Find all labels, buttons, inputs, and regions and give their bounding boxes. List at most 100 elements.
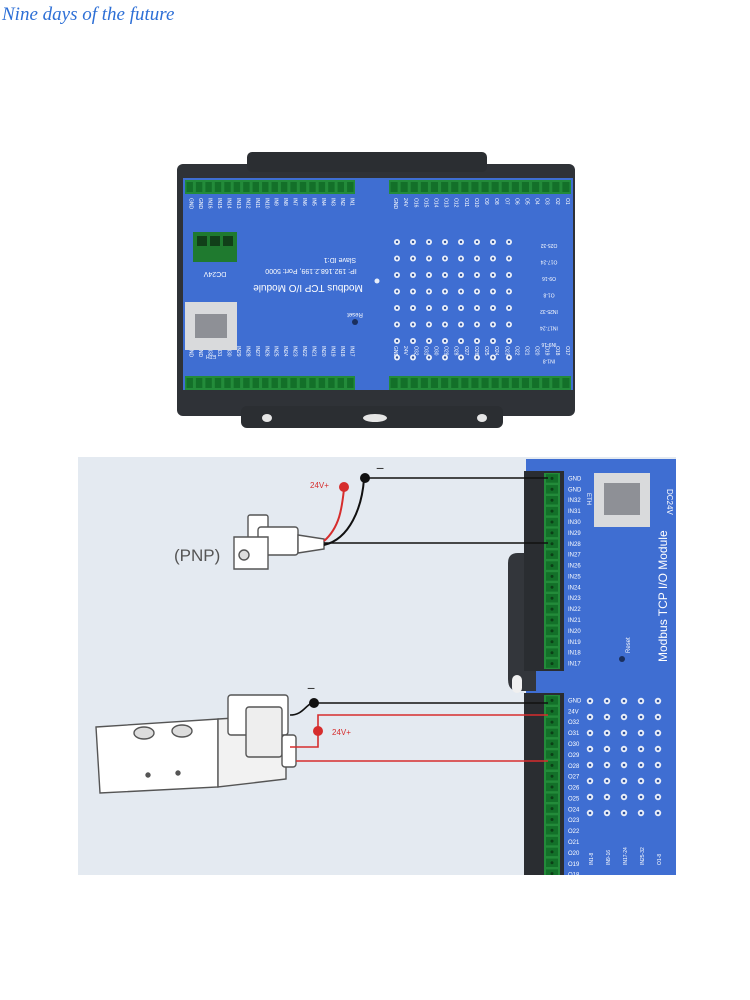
terminal-label: GND xyxy=(197,198,203,210)
terminal-screw xyxy=(511,182,519,192)
terminal-screw xyxy=(390,378,398,388)
terminal-screw xyxy=(491,182,499,192)
terminal-label: IN7 xyxy=(292,198,298,206)
terminal-label: GND xyxy=(392,198,398,210)
terminal-screw xyxy=(430,378,438,388)
terminal-label: O24 xyxy=(568,807,580,813)
pnp-sensor xyxy=(233,514,325,570)
led-group-label: O17-24 xyxy=(540,259,557,265)
terminal-screw xyxy=(299,182,307,192)
terminal-label: O29 xyxy=(443,346,449,356)
terminal-label: O28 xyxy=(453,346,459,356)
ip-port-text: IP: 192.168.2.199, Port: 5000 xyxy=(265,267,357,274)
diagram-reset-button xyxy=(619,656,625,662)
terminal-screw xyxy=(542,182,550,192)
terminal-screw xyxy=(280,182,288,192)
terminal-label: IN31 xyxy=(216,346,222,357)
terminal-label: O25 xyxy=(568,796,580,802)
terminal-label: IN20 xyxy=(320,346,326,357)
terminal-screw xyxy=(390,182,398,192)
terminal-label: 24V xyxy=(402,198,408,208)
terminal-label: O19 xyxy=(568,862,580,868)
terminal-screw xyxy=(271,378,278,388)
terminal-label: IN16 xyxy=(207,198,213,209)
terminal-screw xyxy=(420,182,428,192)
module-board xyxy=(183,178,573,390)
terminal-label: O4 xyxy=(534,198,540,205)
terminal-screw xyxy=(262,182,269,192)
led-group-label: O1-8 xyxy=(657,854,663,865)
terminal-label: IN26 xyxy=(263,346,269,357)
terminal-label: O29 xyxy=(568,753,580,759)
terminal-label: O20 xyxy=(568,851,580,857)
terminal-screw xyxy=(233,378,241,388)
terminal-label: IN18 xyxy=(339,346,345,357)
terminal-label: IN29 xyxy=(568,531,581,537)
led-group-label: IN1-8 xyxy=(543,358,555,364)
terminal-screw xyxy=(552,182,560,192)
terminal-label: O30 xyxy=(433,346,439,356)
terminal-label: IN18 xyxy=(568,651,581,657)
terminal-label: O27 xyxy=(568,775,580,781)
terminal-label: IN26 xyxy=(568,564,581,570)
led-group-label: O1-8 xyxy=(543,292,554,298)
led-group-label: IN17-24 xyxy=(540,325,558,331)
terminal-screw xyxy=(451,182,459,192)
terminal-screw xyxy=(233,182,241,192)
terminal-screw xyxy=(290,378,297,388)
terminal-label: O18 xyxy=(554,346,560,356)
minus-label-top: − xyxy=(376,460,384,476)
terminal-label: IN27 xyxy=(254,346,260,357)
terminal-screw xyxy=(337,182,344,192)
terminal-label: IN25 xyxy=(568,574,581,580)
terminal-label: IN6 xyxy=(301,198,307,206)
terminal-screw xyxy=(205,182,212,192)
status-led-grid xyxy=(394,239,512,361)
terminal-label: IN11 xyxy=(254,198,260,208)
output-terminal-block xyxy=(544,695,560,875)
terminal-screw xyxy=(562,378,570,388)
terminal-label: O6 xyxy=(513,198,519,205)
terminal-screw xyxy=(262,378,269,388)
input-terminal-block xyxy=(544,473,560,669)
terminal-screw xyxy=(430,182,438,192)
terminal-label: O23 xyxy=(568,818,580,824)
terminal-label: O18 xyxy=(568,873,580,875)
terminal-label: IN21 xyxy=(568,618,581,624)
terminal-label: IN15 xyxy=(216,198,222,209)
v24-label-top: 24V+ xyxy=(310,481,329,490)
terminal-screw xyxy=(481,182,489,192)
terminal-screw xyxy=(532,182,540,192)
wiring-diagram-svg: GNDGNDIN32IN31IN30IN29IN28IN27IN26IN25IN… xyxy=(95,459,676,875)
terminal-label: IN3 xyxy=(329,198,335,206)
terminal-label: O26 xyxy=(473,346,479,356)
terminal-screw xyxy=(337,378,344,388)
terminal-label: O17 xyxy=(564,346,570,356)
terminal-screw xyxy=(542,378,550,388)
power-label: DC24V xyxy=(203,270,226,277)
led-group-label: O9-16 xyxy=(542,275,556,281)
terminal-label: O30 xyxy=(568,742,580,748)
terminal-label: O16 xyxy=(412,198,418,208)
terminal-screw xyxy=(491,378,499,388)
terminal-screw xyxy=(271,182,278,192)
terminal-label: O31 xyxy=(422,346,428,356)
terminal-screw xyxy=(532,378,540,388)
terminal-label: IN30 xyxy=(568,520,581,526)
diagram-led-grid xyxy=(586,697,662,817)
terminal-label: IN32 xyxy=(207,346,213,357)
terminal-label: IN23 xyxy=(292,346,298,357)
terminal-label: IN28 xyxy=(244,346,250,357)
top-right-terminal-block xyxy=(389,180,571,194)
terminal-screw xyxy=(186,182,193,192)
terminal-label: IN22 xyxy=(568,607,581,613)
terminal-label: O14 xyxy=(433,198,439,208)
led-group-label: O25-32 xyxy=(540,242,557,248)
reset-label: Reset xyxy=(347,311,363,317)
terminal-screw xyxy=(461,182,469,192)
terminal-label: O27 xyxy=(463,346,469,356)
terminal-screw xyxy=(186,378,193,388)
terminal-screw xyxy=(441,182,449,192)
